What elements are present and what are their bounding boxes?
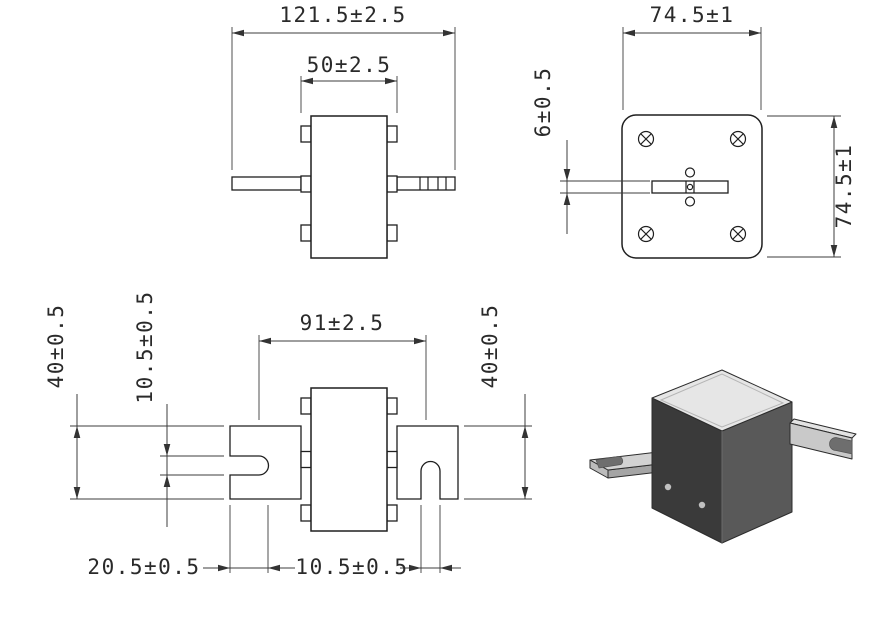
iso-body xyxy=(651,369,793,544)
dim-end-terminal-thickness: 6±0.5 xyxy=(531,67,650,234)
iso-right-terminal xyxy=(789,418,857,460)
front-view-body xyxy=(310,387,388,532)
dim-end-height-label: 74.5±1 xyxy=(832,144,856,229)
dim-front-terminal-height-right: 40±0.5 xyxy=(464,304,532,500)
dim-front-notch-width-label: 10.5±0.5 xyxy=(295,555,408,579)
front-view-part xyxy=(229,387,459,532)
top-view-body xyxy=(310,115,388,259)
front-right-terminal xyxy=(396,425,459,500)
top-left-terminal xyxy=(231,176,302,191)
front-left-terminal xyxy=(229,425,302,500)
dim-front-slot-end-offset-label: 20.5±0.5 xyxy=(87,555,200,579)
iso-body-top-face xyxy=(651,369,793,432)
top-view-part xyxy=(231,115,456,259)
dim-top-body-width: 50±2.5 xyxy=(300,53,398,113)
end-view-part xyxy=(621,114,763,259)
dim-end-width-label: 74.5±1 xyxy=(650,3,735,27)
center-terminal-tab xyxy=(651,167,729,207)
end-view: 74.5±1 74.5±1 6±0.5 xyxy=(531,3,856,259)
dim-top-overall-length-label: 121.5±2.5 xyxy=(279,3,406,27)
dim-end-height: 74.5±1 xyxy=(767,115,856,258)
iso-right-terminal-slot xyxy=(829,437,853,455)
dim-front-terminal-height-right-label: 40±0.5 xyxy=(478,304,502,389)
dim-front-slot-end-offset: 20.5±0.5 xyxy=(87,505,295,579)
dim-top-body-width-label: 50±2.5 xyxy=(307,53,392,77)
isometric-view xyxy=(589,369,857,544)
dim-end-width: 74.5±1 xyxy=(622,3,762,110)
dim-front-terminal-height-left: 40±0.5 xyxy=(44,304,224,500)
dim-front-slot-height-label: 10.5±0.5 xyxy=(133,290,157,403)
corner-screws xyxy=(637,130,747,243)
iso-rivet xyxy=(698,501,706,509)
dim-top-overall-length: 121.5±2.5 xyxy=(231,3,456,170)
front-view: 91±2.5 40±0.5 10.5±0.5 40±0.5 xyxy=(44,290,532,579)
iso-lid-inset-line xyxy=(659,373,785,428)
top-view: 121.5±2.5 50±2.5 xyxy=(231,3,456,259)
dim-front-terminal-span-label: 91±2.5 xyxy=(300,311,385,335)
dim-front-terminal-span: 91±2.5 xyxy=(258,311,427,420)
dim-front-slot-height: 10.5±0.5 xyxy=(133,290,224,527)
dim-front-notch-width: 10.5±0.5 xyxy=(295,505,461,579)
dim-front-terminal-height-left-label: 40±0.5 xyxy=(44,304,68,389)
dim-end-terminal-thickness-label: 6±0.5 xyxy=(531,67,555,138)
iso-left-terminal-slot xyxy=(595,456,623,469)
iso-rivet xyxy=(664,483,672,491)
